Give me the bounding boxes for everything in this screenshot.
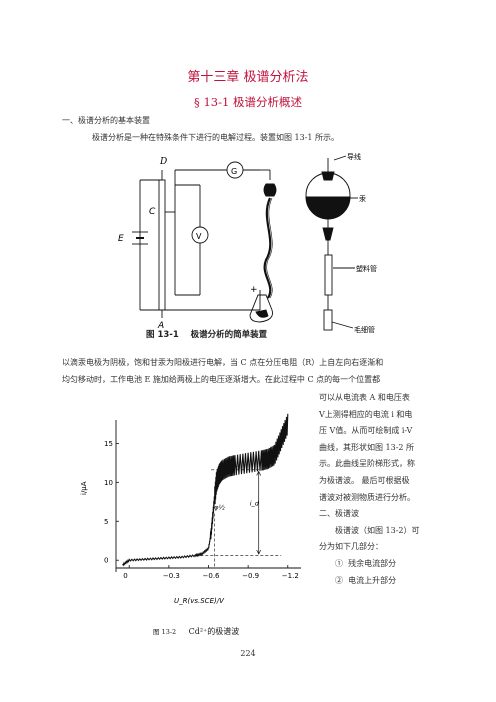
wave-part-num: ② bbox=[335, 575, 343, 585]
label-wire: 导线 bbox=[347, 152, 361, 161]
label-mercury: 汞 bbox=[359, 195, 366, 203]
figure-2-caption-num: 图 13-2 bbox=[153, 628, 177, 636]
label-V: V bbox=[196, 232, 202, 241]
x-tick-label: 0 bbox=[123, 572, 127, 580]
side-line: 谱波对被测物质进行分析。 bbox=[319, 492, 415, 502]
arrow-head-down bbox=[256, 549, 262, 555]
x-tick-label: −1.2 bbox=[282, 572, 299, 580]
figure-1-caption-text: 极谱分析的简单装置 bbox=[190, 330, 268, 340]
side-line: V上测得相应的电流 i 和电 bbox=[319, 409, 413, 419]
wave-part-1: ① 残余电流部分 bbox=[319, 556, 439, 573]
wave-intro-1: 极谱波（如图 13-2）可 bbox=[335, 525, 420, 535]
page-number: 224 bbox=[240, 649, 256, 658]
label-G: G bbox=[231, 167, 237, 176]
figure-13-1: D C E A G V + 导线 汞 塑料管 毛细管 bbox=[118, 152, 377, 334]
figure-13-2-chart: 0 −0.3 −0.6 −0.9 −1.2 0 5 10 15 i/μA U_R(vs.SCE)… bbox=[80, 413, 301, 605]
subsection-heading-1: 一、极谱分析的基本装置 bbox=[62, 116, 150, 125]
label-plastic-tube: 塑料管 bbox=[356, 264, 377, 273]
label-A: A bbox=[157, 321, 164, 331]
side-line: 曲线，其形状如图 13-2 所 bbox=[319, 442, 415, 452]
side-line: 压 V值。从而可绘制成 i-V bbox=[319, 426, 413, 436]
side-text: 可以从电流表 A 和电压表 V上测得相应的电流 i 和电 压 V值。从而可绘制成… bbox=[319, 390, 439, 589]
y-tick-label: 15 bbox=[104, 440, 113, 448]
wave-intro-2: 分为如下几部分： bbox=[319, 542, 383, 552]
y-tick-label: 5 bbox=[104, 518, 108, 526]
x-tick-label: −0.9 bbox=[242, 572, 259, 580]
figure-1-caption-num: 图 13-1 bbox=[146, 330, 179, 340]
arrow-head-up bbox=[256, 470, 262, 476]
subsection-heading-2: 二、极谱波 bbox=[319, 509, 359, 519]
x-tick-label: −0.3 bbox=[163, 572, 180, 580]
polarographic-wave-line bbox=[122, 413, 289, 567]
y-axis-label: i/μA bbox=[80, 481, 88, 495]
section-title: § 13-1 极谱分析概述 bbox=[194, 95, 302, 109]
wave-part-text: 残余电流部分 bbox=[348, 558, 397, 568]
annotation-diffusion-current: i_d bbox=[250, 500, 260, 508]
wave-part-num: ① bbox=[335, 558, 343, 568]
wave-part-2: ② 电流上升部分 bbox=[319, 573, 439, 590]
intro-paragraph: 极谱分析是一种在特殊条件下进行的电解过程。装置如图 13-1 所示。 bbox=[92, 133, 340, 142]
body-line-2: 均匀移动时，工作电池 E 施加给两极上的电压逐渐增大。在此过程中 C 点的每一个… bbox=[62, 375, 381, 384]
figure-2-caption-text: Cd²⁺的极谱波 bbox=[188, 627, 240, 636]
x-axis-label: U_R(vs.SCE)/V bbox=[174, 597, 225, 605]
y-tick-label: 0 bbox=[104, 557, 108, 565]
figure-2-caption: 图 13-2 Cd²⁺的极谱波 bbox=[153, 626, 239, 637]
side-line: 可以从电流表 A 和电压表 bbox=[319, 393, 410, 402]
side-line: 示。此曲线呈阶梯形式，称 bbox=[319, 459, 415, 469]
body-line-1: 以滴汞电极为阴极，饱和甘汞为阳极进行电解，当 C 点在分压电阻（R）上自左向右逐… bbox=[62, 358, 384, 367]
y-tick-label: 10 bbox=[104, 479, 113, 487]
label-plus: + bbox=[250, 285, 258, 295]
x-tick-label: −0.6 bbox=[203, 572, 221, 580]
label-capillary: 毛细管 bbox=[354, 325, 375, 334]
label-D: D bbox=[159, 157, 167, 167]
wave-part-text: 电流上升部分 bbox=[348, 575, 397, 585]
side-line: 为极谱波。 最后可根据极 bbox=[319, 475, 410, 485]
chapter-title: 第十三章 极谱分析法 bbox=[187, 70, 309, 85]
label-C: C bbox=[149, 207, 156, 217]
label-E: E bbox=[118, 234, 124, 244]
figure-1-caption: 图 13-1 极谱分析的简单装置 bbox=[146, 328, 267, 340]
annotation-half-wave: φ½ bbox=[214, 504, 225, 512]
